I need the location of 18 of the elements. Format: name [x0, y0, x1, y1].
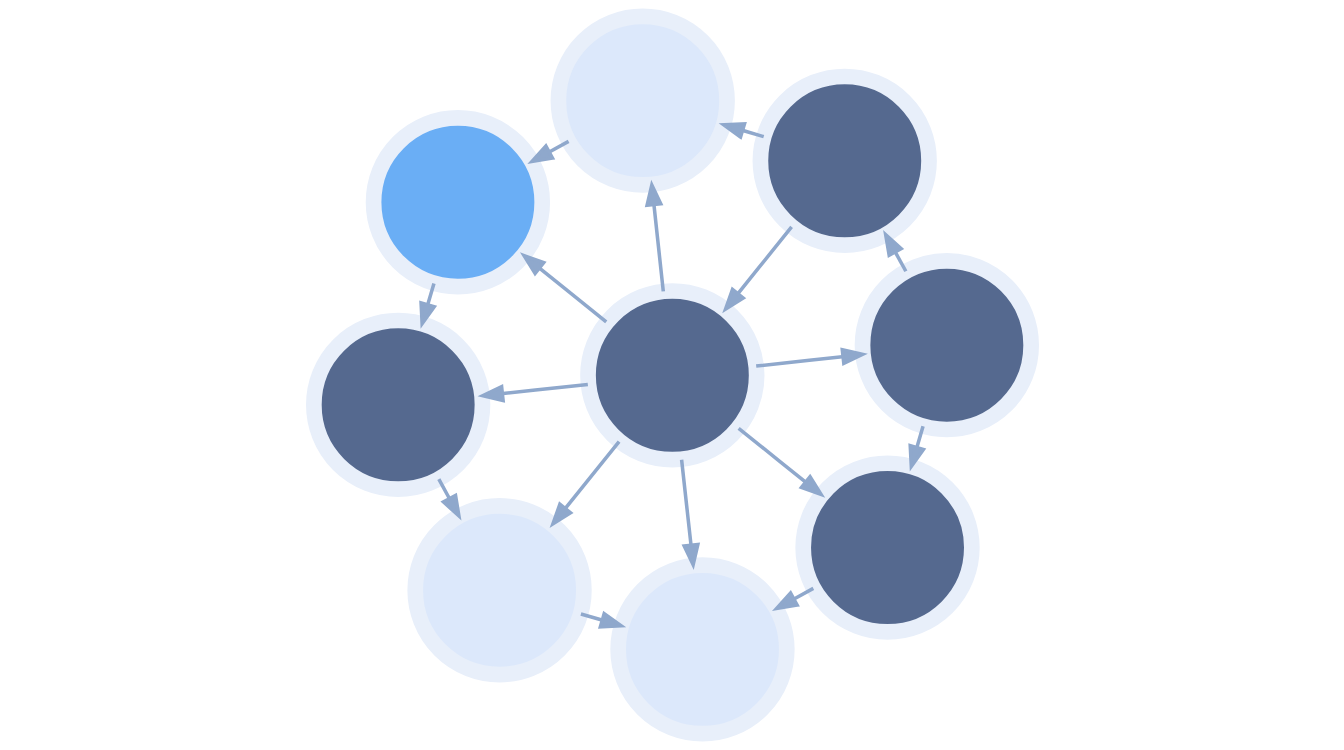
arrow — [721, 225, 793, 314]
arrow — [549, 440, 620, 528]
arrow — [718, 121, 764, 140]
arrow — [418, 283, 437, 329]
arrow — [644, 179, 665, 292]
node-server — [752, 68, 937, 253]
arrow — [907, 425, 926, 472]
node-document — [609, 557, 795, 742]
arrow — [737, 427, 825, 498]
arrow — [679, 459, 700, 571]
arrow — [436, 478, 461, 521]
arrow — [477, 382, 588, 403]
arrow — [526, 139, 569, 165]
arrow — [771, 586, 814, 612]
arrow — [579, 610, 626, 629]
arrow — [755, 347, 868, 368]
arrow — [519, 252, 607, 324]
arrow — [882, 230, 907, 273]
